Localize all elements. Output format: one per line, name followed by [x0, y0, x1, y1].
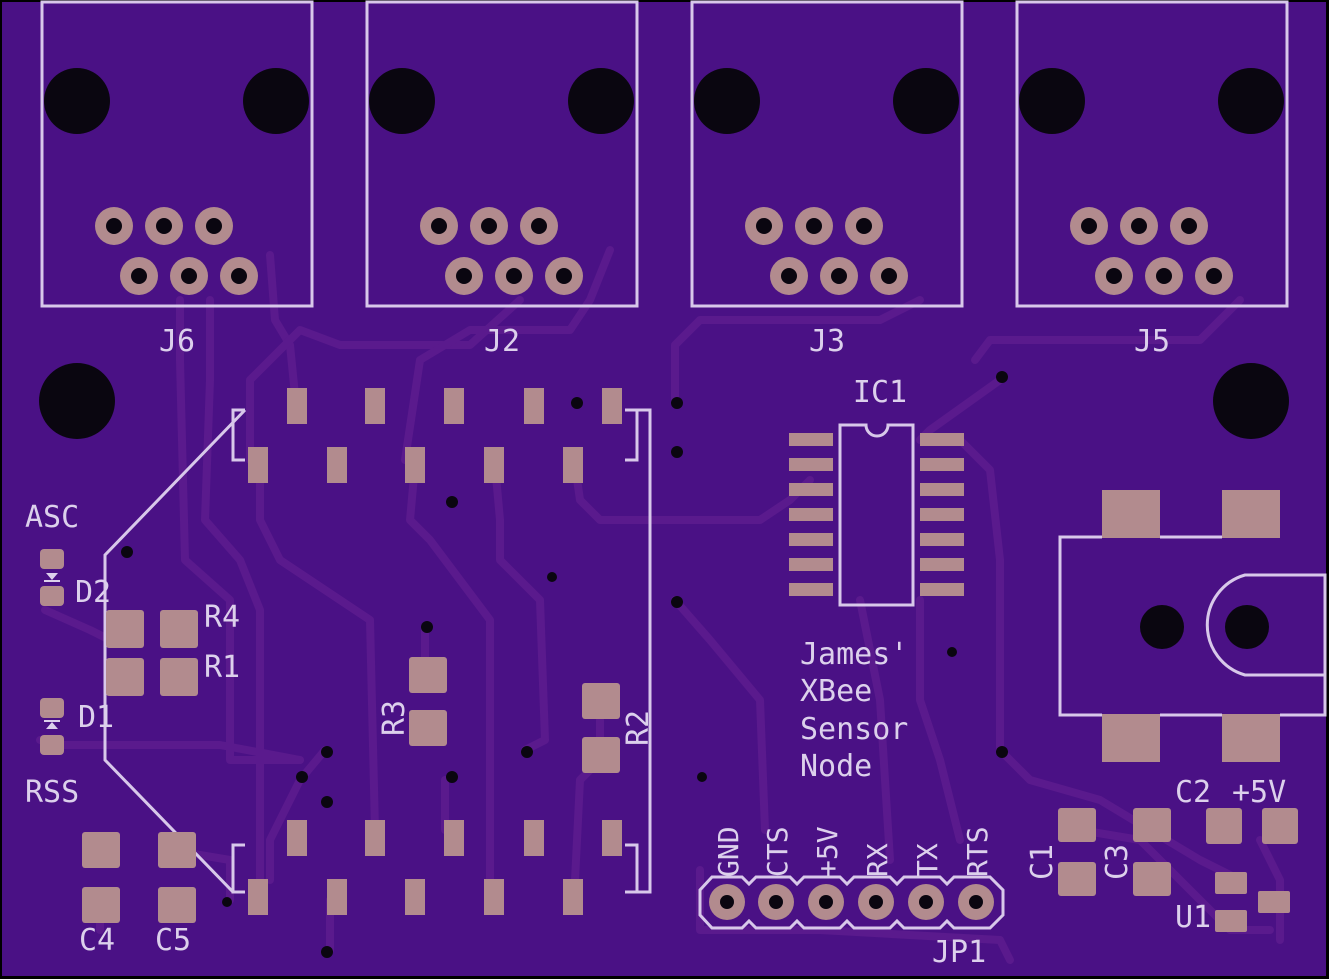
ic1-footprint: IC1 — [789, 375, 964, 607]
ref-ic1: IC1 — [853, 375, 907, 410]
label-jp1: JP1 — [932, 935, 986, 970]
dc-power-jack — [1058, 490, 1327, 762]
jp1-pin-gnd: GND — [712, 826, 745, 877]
label-c2: C2 — [1175, 775, 1211, 810]
resistors-r3-r2: R3 R2 — [377, 657, 656, 773]
ref-j2: J2 — [484, 324, 520, 359]
mounting-hole-right — [1213, 363, 1289, 439]
connector-j3: J3 — [690, 0, 964, 359]
label-c4: C4 — [79, 923, 115, 958]
jp1-pin-rts: RTS — [961, 826, 994, 877]
title-line-2: XBee — [800, 674, 872, 709]
power-section: C1 C3 C2 +5V U1 — [1025, 775, 1298, 935]
ref-j6: J6 — [159, 324, 195, 359]
jp1-pin-5v: +5V — [811, 826, 844, 877]
jp1-pin-cts: CTS — [761, 826, 794, 877]
label-r2: R2 — [621, 710, 656, 746]
label-c3: C3 — [1100, 844, 1135, 880]
label-d1: D1 — [78, 700, 114, 735]
ref-j3: J3 — [809, 324, 845, 359]
label-r1: R1 — [204, 650, 240, 685]
label-plus5v: +5V — [1232, 775, 1286, 810]
copper-traces — [36, 246, 1284, 964]
jp1-pin-rx: RX — [861, 843, 894, 877]
title-line-4: Node — [800, 749, 872, 784]
status-indicators: ASC D2 R4 R1 D1 RSS — [25, 500, 240, 810]
connector-j2: J2 — [365, 0, 639, 359]
label-d2: D2 — [75, 575, 111, 610]
vias — [121, 371, 1008, 958]
label-r4: R4 — [204, 600, 240, 635]
label-r3: R3 — [377, 700, 412, 736]
label-rss: RSS — [25, 775, 79, 810]
mounting-hole-left — [39, 363, 115, 439]
board-title: James' XBee Sensor Node — [800, 637, 908, 784]
label-c1: C1 — [1025, 844, 1060, 880]
jp1-pin-tx: TX — [911, 843, 944, 877]
connector-j6: J6 — [40, 0, 314, 359]
capacitors-c4-c5: C4 C5 — [79, 832, 196, 958]
label-c5: C5 — [155, 923, 191, 958]
label-asc: ASC — [25, 500, 79, 535]
jp1-header: GND CTS +5V RX TX RTS JP1 — [698, 826, 1005, 970]
title-line-1: James' — [800, 637, 908, 672]
xbee-footprint — [103, 388, 652, 915]
ref-j5: J5 — [1134, 324, 1170, 359]
label-u1: U1 — [1175, 900, 1211, 935]
connector-j5: J5 — [1015, 0, 1289, 359]
title-line-3: Sensor — [800, 712, 908, 747]
